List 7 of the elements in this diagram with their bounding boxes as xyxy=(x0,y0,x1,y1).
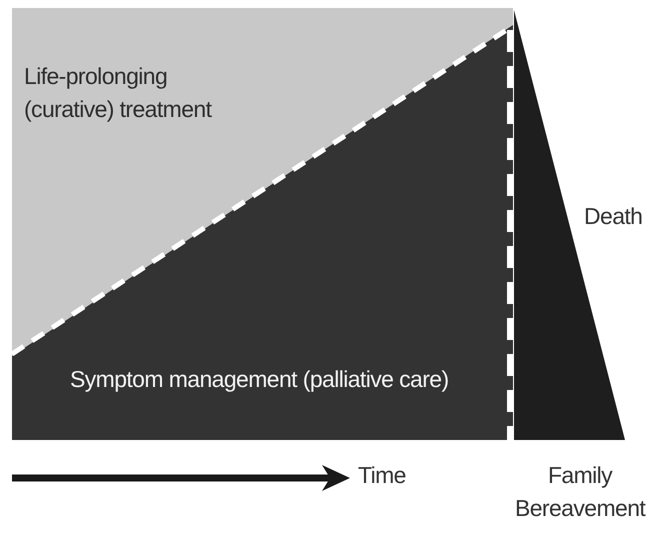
area-label: Life-prolonging (curative) treatment xyxy=(24,62,213,124)
area-label: Symptom management (palliative care) xyxy=(70,365,450,394)
death-label: Death xyxy=(584,202,642,231)
curative-treatment-area xyxy=(12,8,513,356)
period-label: Family Bereavement xyxy=(515,461,645,524)
axis-label: Time xyxy=(358,461,406,490)
palliative-care-area xyxy=(12,8,513,440)
